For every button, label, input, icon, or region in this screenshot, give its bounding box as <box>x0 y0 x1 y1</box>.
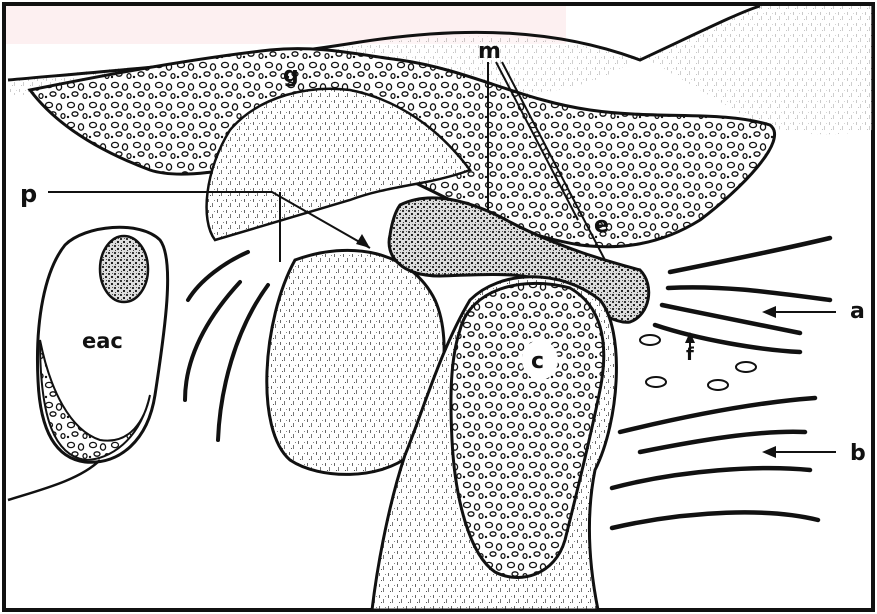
label-p: p <box>20 180 37 208</box>
label-m: m <box>478 39 501 64</box>
fibre-oval-2 <box>646 377 666 387</box>
label-g: g <box>283 63 299 88</box>
fibre-oval-3 <box>708 380 728 390</box>
label-e: e <box>594 213 609 238</box>
eac-inner-lumen <box>100 236 148 302</box>
fibre-oval-1 <box>640 335 660 345</box>
label-c: c <box>531 349 544 374</box>
label-b: b <box>850 441 866 466</box>
label-f: f <box>686 344 694 365</box>
fibre-oval-4 <box>736 362 756 372</box>
label-eac: eac <box>82 329 123 353</box>
label-a: a <box>850 299 865 324</box>
